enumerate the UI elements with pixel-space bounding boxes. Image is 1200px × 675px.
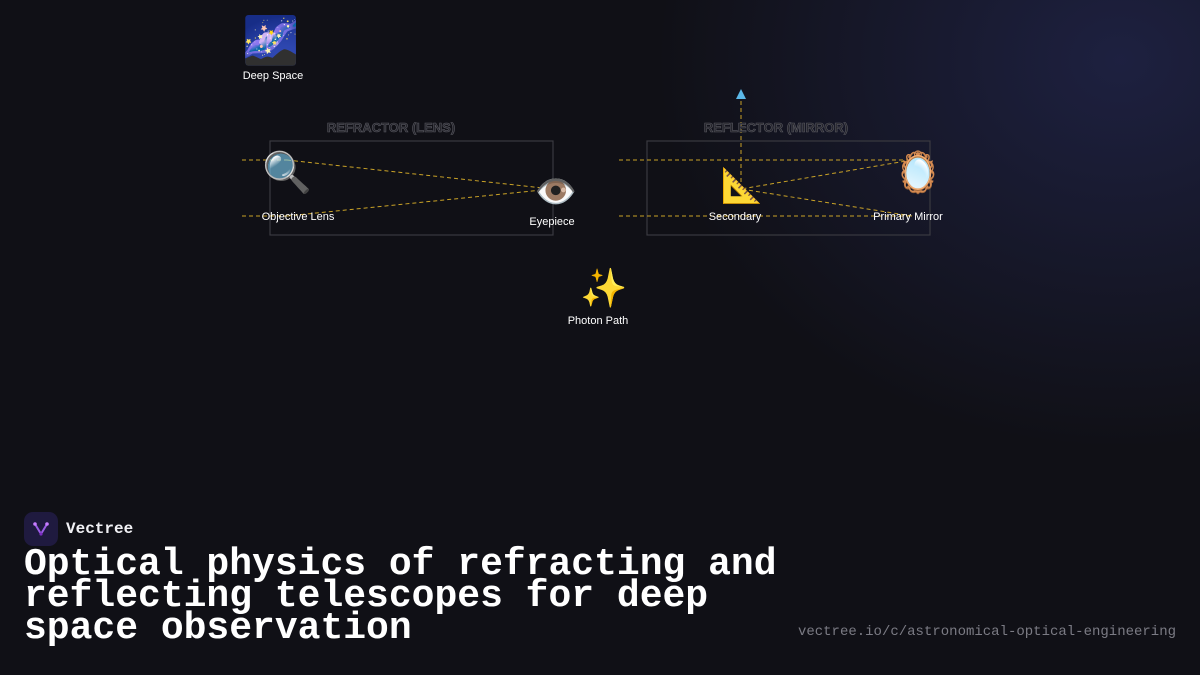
refractor-converging-ray-bottom (286, 188, 553, 217)
eyepiece-label: Eyepiece (529, 216, 575, 228)
objective-lens-label: Objective Lens (261, 211, 335, 223)
photon-path-label: Photon Path (567, 315, 629, 327)
vectree-logo-icon (24, 512, 58, 546)
refractor-converging-ray-top (286, 159, 553, 190)
source-url[interactable]: vectree.io/c/astronomical-optical-engine… (797, 624, 1176, 640)
deep-space-label: Deep Space (242, 70, 304, 82)
brand[interactable]: Vectree (24, 512, 133, 546)
eye-icon: 👁️ (534, 172, 578, 212)
magnifying-glass-icon: 🔍 (262, 150, 312, 196)
secondary-label: Secondary (708, 211, 762, 223)
reflector-return-ray-top (740, 159, 913, 190)
primary-mirror-label: Primary Mirror (873, 211, 943, 223)
page-title: Optical physics of refracting and reflec… (24, 543, 777, 650)
reflector-group-box (646, 140, 931, 236)
reflector-title: REFLECTOR (MIRROR) (703, 120, 849, 136)
brand-name: Vectree (66, 520, 134, 538)
sparkles-icon: ✨ (580, 266, 628, 310)
reflector-return-ray-bottom (740, 188, 913, 217)
reflector-exit-arrowhead (736, 89, 746, 99)
milky-way-icon: 🌌 (242, 13, 300, 67)
refractor-title: REFRACTOR (LENS) (326, 120, 456, 136)
mirror-icon: 🪞 (893, 150, 943, 196)
refractor-group-box (269, 140, 554, 236)
triangular-ruler-icon: 📐 (720, 166, 764, 206)
